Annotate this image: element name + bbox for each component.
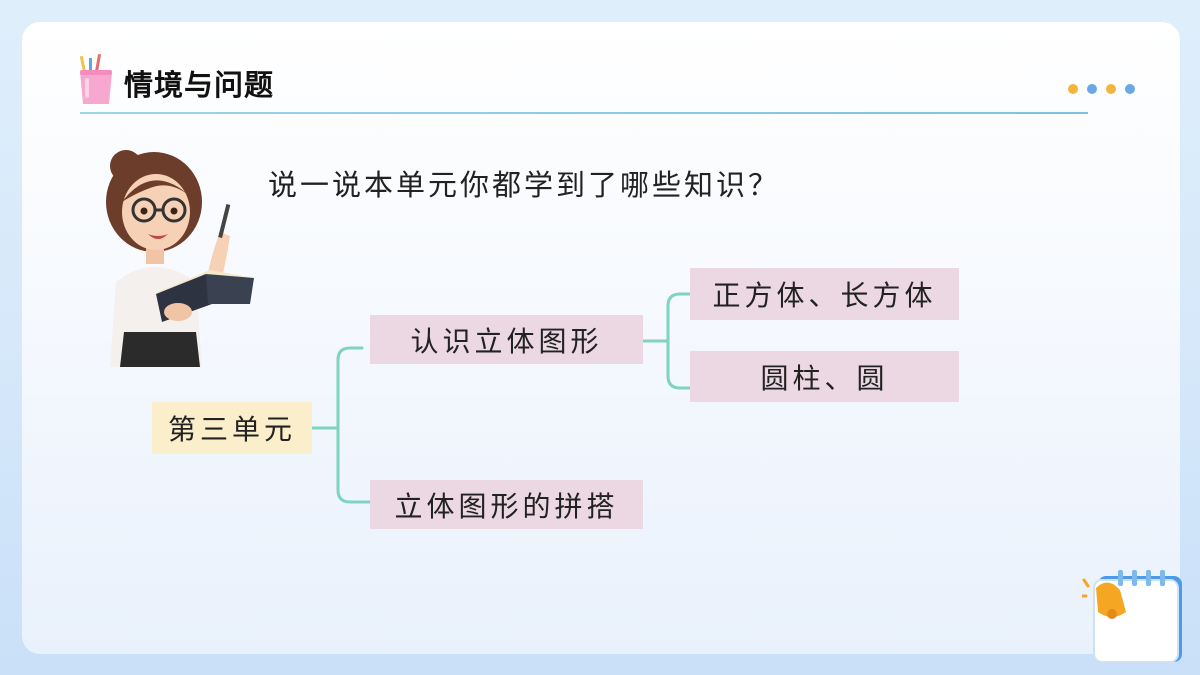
- mindmap-branch-node: 立体图形的拼搭: [370, 480, 643, 529]
- bell-notepad-icon: [1082, 570, 1182, 663]
- decor-dot: [1125, 84, 1135, 94]
- pencil-cup-icon: [79, 54, 112, 104]
- header-divider: [80, 112, 1088, 114]
- mindmap-leaf-node: 正方体、长方体: [690, 268, 959, 320]
- page-title: 情境与问题: [124, 68, 275, 102]
- decor-dots: [1068, 84, 1135, 94]
- mindmap-branch-node: 认识立体图形: [370, 315, 643, 364]
- question-text: 说一说本单元你都学到了哪些知识？: [268, 168, 781, 202]
- decor-dot: [1106, 84, 1116, 94]
- decor-dot: [1087, 84, 1097, 94]
- teacher-illustration: [106, 150, 254, 367]
- decor-dot: [1068, 84, 1078, 94]
- mindmap-leaf-node: 圆柱、圆: [690, 351, 959, 402]
- mindmap-root-node: 第三单元: [152, 402, 312, 454]
